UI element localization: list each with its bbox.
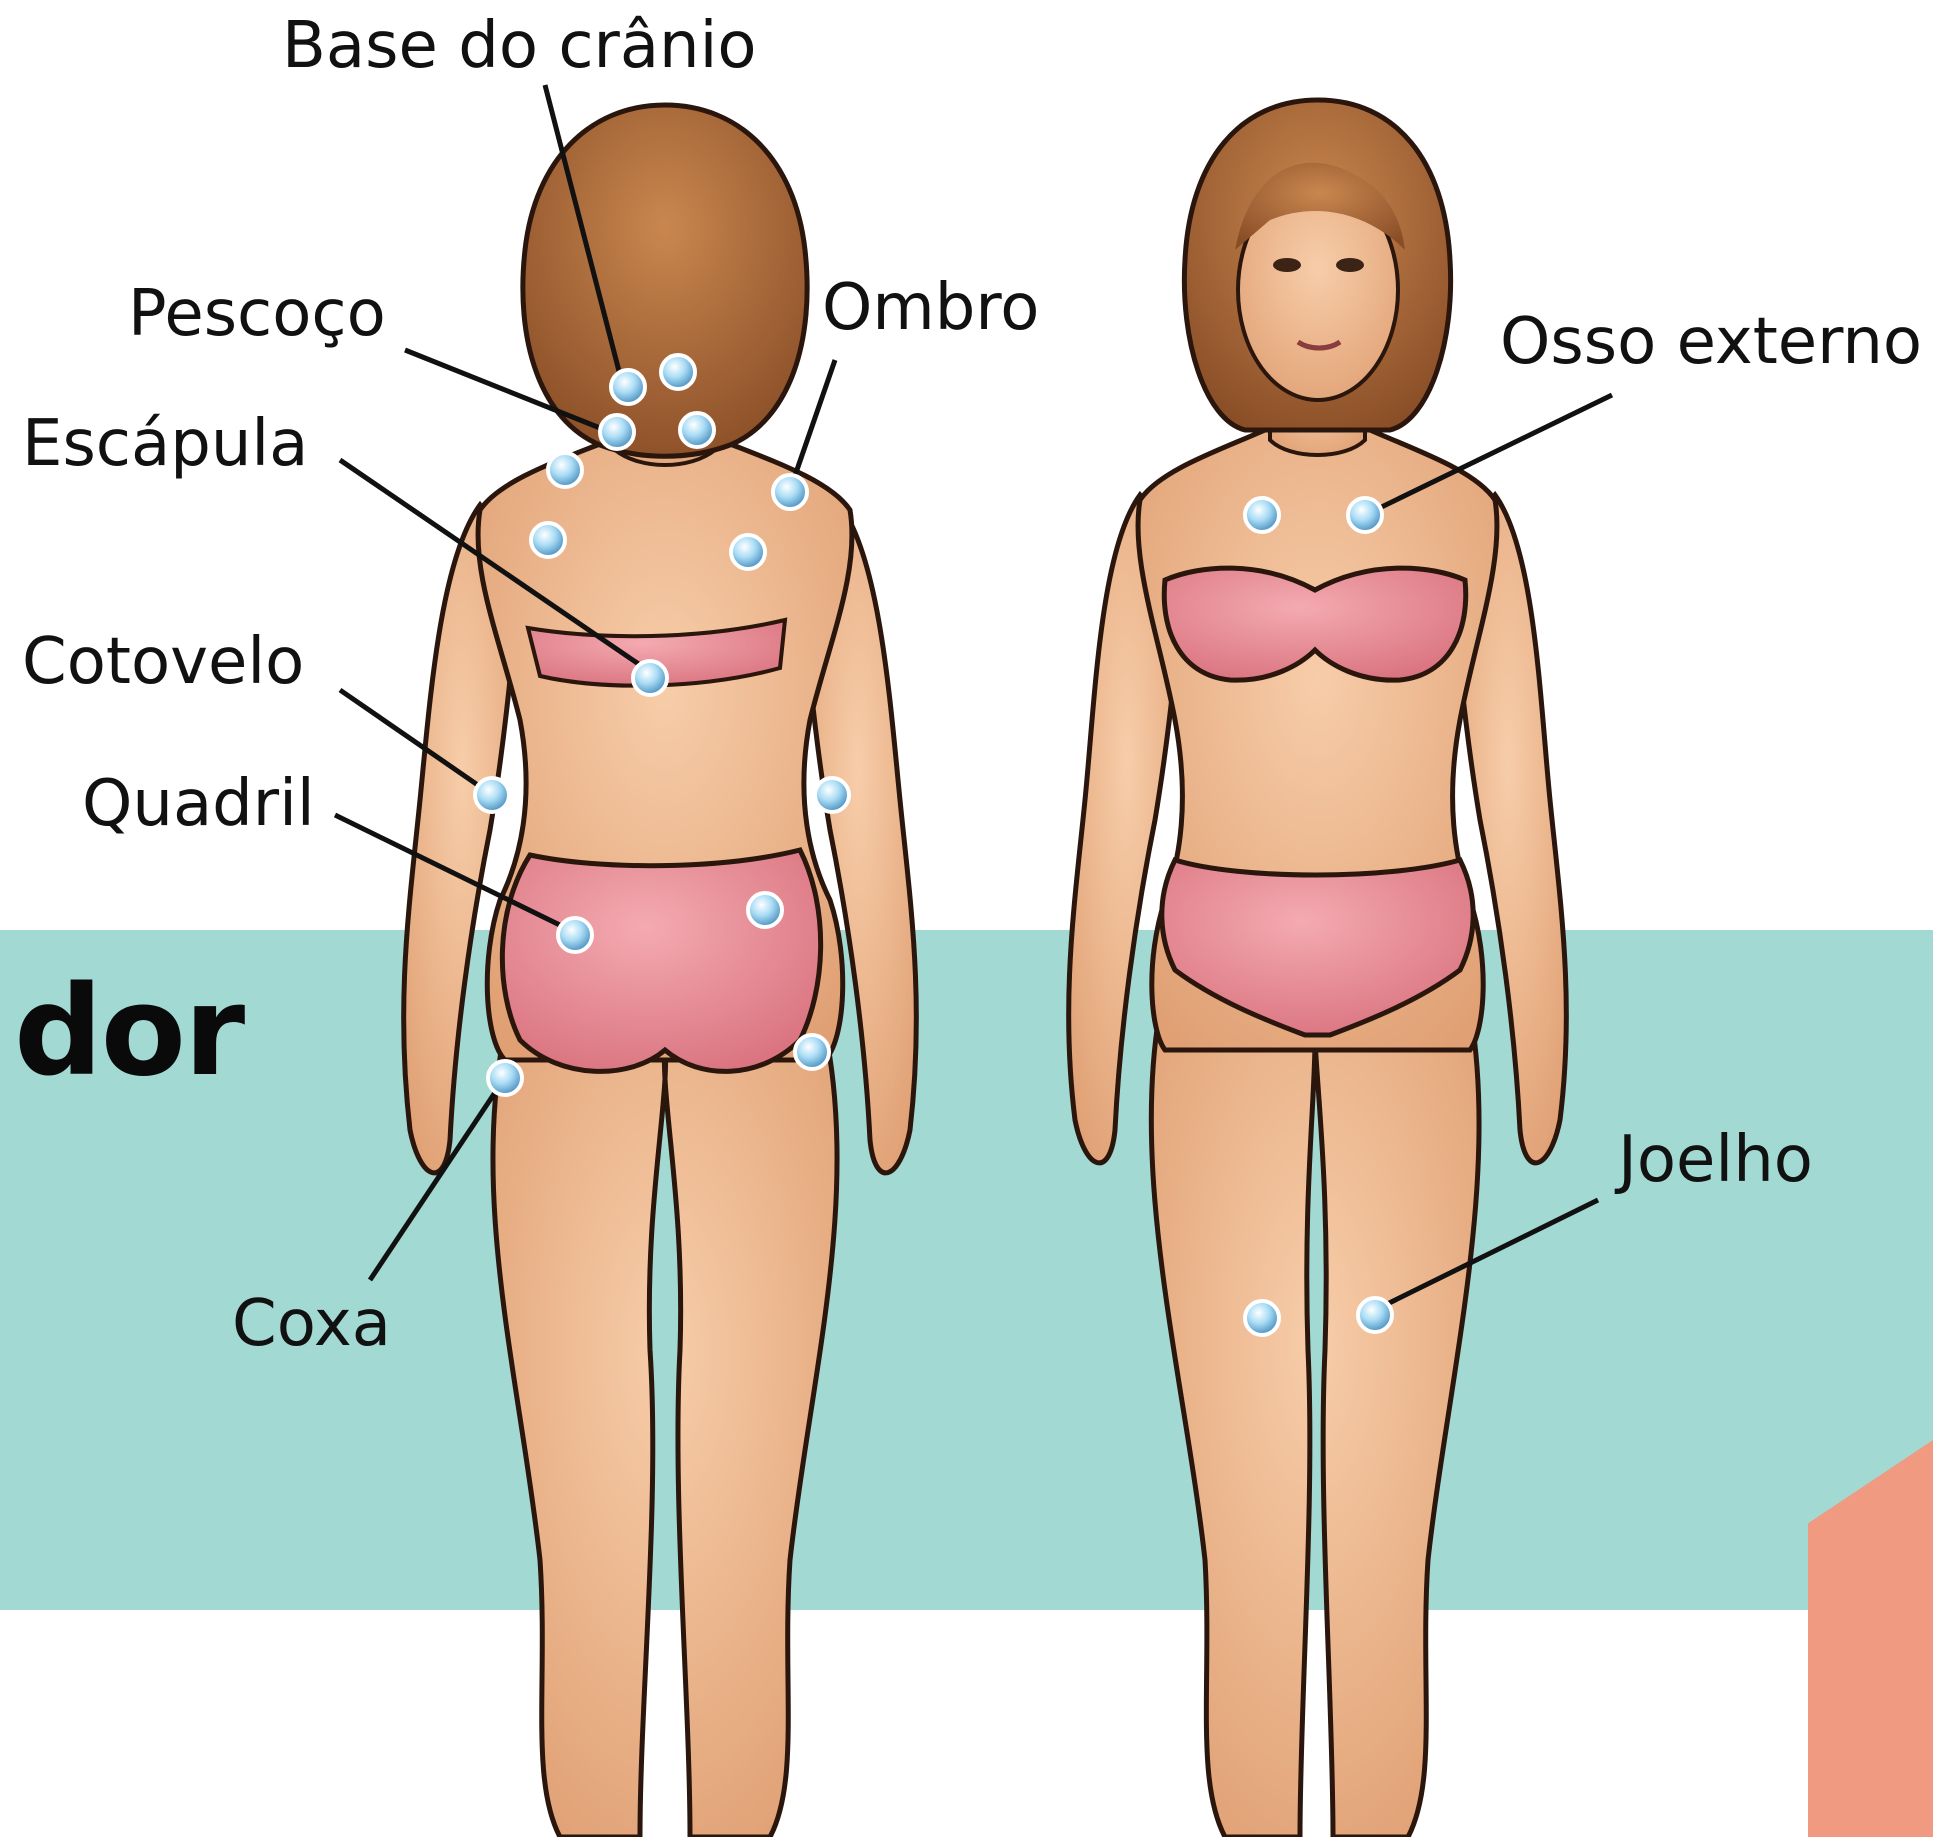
label-coxa: Coxa bbox=[232, 1287, 391, 1361]
leader-ombro bbox=[787, 359, 838, 491]
tender-point-thigh-right bbox=[793, 1033, 831, 1071]
leader-cotovelo bbox=[338, 687, 487, 793]
front-legs bbox=[1148, 1007, 1482, 1837]
back-legs bbox=[490, 1027, 840, 1837]
leader-quadril bbox=[333, 812, 572, 933]
front-view-figure bbox=[1066, 97, 1569, 1837]
teal-background-band bbox=[0, 930, 1933, 1610]
label-escapula: Escápula bbox=[22, 407, 309, 481]
tender-point-hip-left bbox=[556, 916, 594, 954]
label-pescoco: Pescoço bbox=[128, 277, 386, 351]
tender-point-sternum-left bbox=[1243, 496, 1281, 534]
tender-point-shoulder-right bbox=[771, 473, 809, 511]
heading-word: dor bbox=[14, 960, 245, 1104]
front-left-arm bbox=[1066, 490, 1188, 1166]
front-left-eye bbox=[1273, 258, 1301, 272]
tender-point-neck-left bbox=[598, 413, 636, 451]
tender-point-midback bbox=[631, 659, 669, 697]
back-hair bbox=[520, 102, 810, 459]
tender-point-knee-left bbox=[1243, 1299, 1281, 1337]
leader-lines bbox=[333, 84, 1614, 1313]
front-mouth bbox=[1296, 339, 1342, 351]
tender-point-base-cranio-right bbox=[659, 353, 697, 391]
leader-joelho bbox=[1373, 1197, 1600, 1313]
front-bikini-top bbox=[1161, 565, 1469, 683]
tender-point-hip-right bbox=[746, 891, 784, 929]
tender-point-base-cranio-left bbox=[609, 368, 647, 406]
tender-point-neck-right bbox=[678, 411, 716, 449]
label-osso-externo: Osso externo bbox=[1500, 305, 1923, 379]
tender-points bbox=[473, 353, 1394, 1337]
tender-point-scapula-right bbox=[729, 533, 767, 571]
label-ombro: Ombro bbox=[822, 271, 1040, 345]
tender-point-scapula-left bbox=[529, 521, 567, 559]
tender-point-knee-right bbox=[1356, 1296, 1394, 1334]
label-cotovelo: Cotovelo bbox=[22, 625, 305, 699]
back-bikini-bottom bbox=[499, 847, 824, 1074]
tender-point-sternum-right bbox=[1346, 496, 1384, 534]
tender-point-elbow-left bbox=[473, 776, 511, 814]
front-bikini-bottom bbox=[1159, 856, 1476, 1038]
leader-base-do-cranio bbox=[542, 84, 623, 376]
back-view-figure bbox=[401, 102, 919, 1837]
front-fringe bbox=[1235, 162, 1405, 250]
back-bikini-top bbox=[525, 617, 788, 688]
tender-point-thigh-left bbox=[486, 1059, 524, 1097]
label-quadril: Quadril bbox=[82, 767, 315, 841]
leader-pescoco bbox=[404, 347, 606, 433]
label-base-do-cranio: Base do crânio bbox=[282, 9, 757, 83]
front-right-arm bbox=[1447, 490, 1569, 1166]
tender-point-elbow-right bbox=[813, 776, 851, 814]
front-right-eye bbox=[1336, 258, 1364, 272]
label-joelho: Joelho bbox=[1618, 1123, 1813, 1197]
leader-osso-externo bbox=[1363, 392, 1614, 518]
leader-coxa bbox=[367, 1083, 503, 1282]
tender-point-shoulder-left bbox=[546, 451, 584, 489]
leader-escapula bbox=[338, 457, 642, 668]
